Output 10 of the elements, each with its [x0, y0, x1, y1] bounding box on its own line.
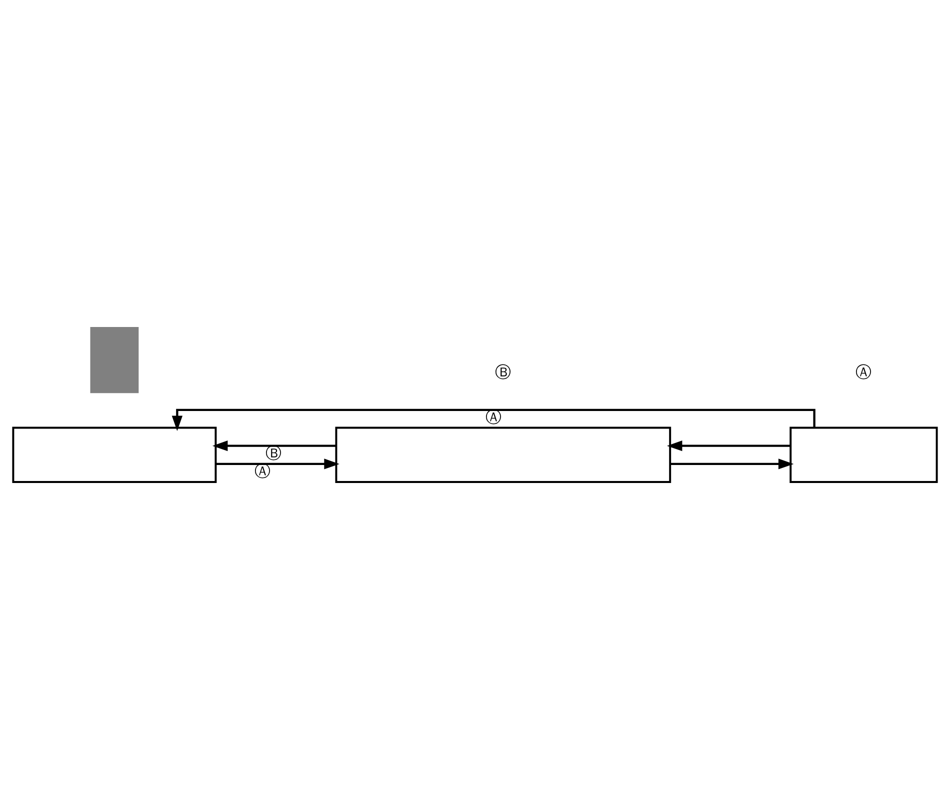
arrow [216, 458, 340, 470]
node-box [790, 426, 938, 484]
node-box [12, 426, 217, 484]
label: Ⓑ [495, 362, 512, 382]
arrow [670, 458, 794, 470]
label: Ⓐ [856, 362, 872, 382]
node-box [335, 426, 672, 484]
node-box [90, 326, 139, 394]
arrow [212, 440, 336, 452]
arrow [666, 440, 790, 452]
